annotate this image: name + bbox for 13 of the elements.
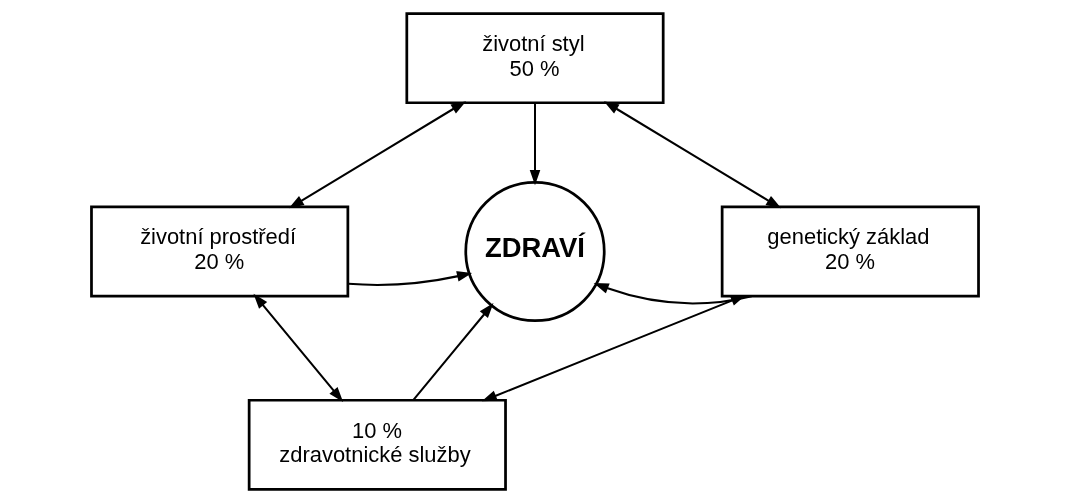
arrow bbox=[347, 271, 472, 286]
arrow bbox=[603, 101, 781, 209]
arrow bbox=[252, 293, 343, 403]
node-box: životní styl 50 % bbox=[404, 12, 665, 105]
node-box: životní prostředí 20 % bbox=[89, 205, 349, 298]
node-circle: ZDRAVÍ bbox=[463, 180, 606, 323]
arrow bbox=[481, 294, 746, 402]
arrow bbox=[411, 303, 493, 401]
arrow bbox=[529, 102, 540, 186]
node-box: genetický základ 20 % bbox=[720, 205, 980, 298]
arrow bbox=[593, 283, 752, 305]
arrow bbox=[288, 101, 466, 209]
node-box: 10 % zdravotnické služby bbox=[247, 398, 507, 491]
